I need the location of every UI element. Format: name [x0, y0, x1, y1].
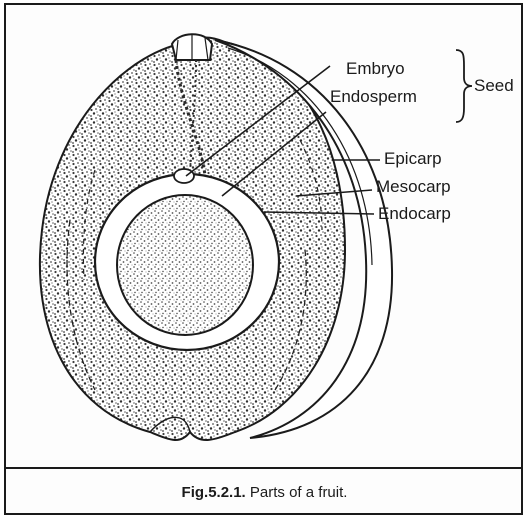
endosperm-shape	[117, 195, 253, 335]
label-endosperm: Endosperm	[330, 88, 417, 105]
seed-brace	[456, 50, 472, 122]
figure-caption: Fig.5.2.1. Parts of a fruit.	[0, 484, 529, 501]
caption-text: Parts of a fruit.	[250, 484, 348, 501]
fruit-diagram	[0, 0, 529, 470]
label-embryo: Embryo	[346, 60, 405, 77]
label-seed: Seed	[474, 77, 514, 94]
label-mesocarp: Mesocarp	[376, 178, 451, 195]
label-endocarp: Endocarp	[378, 205, 451, 222]
label-epicarp: Epicarp	[384, 150, 442, 167]
embryo-shape	[174, 169, 194, 183]
caption-number: Fig.5.2.1.	[182, 484, 246, 501]
